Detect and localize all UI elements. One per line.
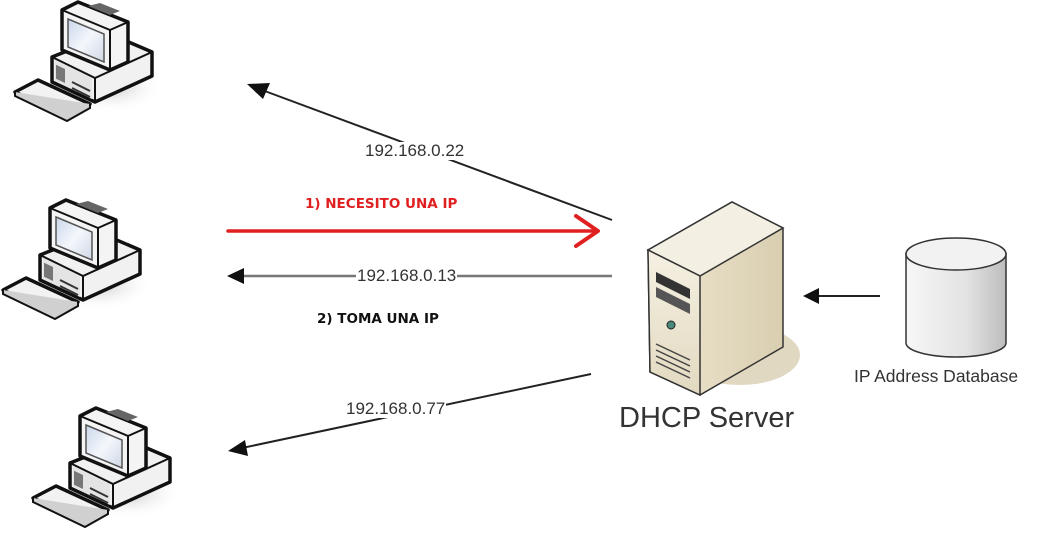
ip-label-client-3: 192.168.0.77 bbox=[345, 399, 447, 418]
client-computer-3 bbox=[31, 406, 185, 529]
step-1-label: 1) NECESITO UNA IP bbox=[305, 196, 458, 212]
request-arrow bbox=[226, 214, 600, 248]
computer-icon bbox=[13, 0, 167, 123]
server-label: DHCP Server bbox=[619, 402, 795, 434]
arrowhead-icon bbox=[803, 288, 819, 304]
database-to-server-arrow bbox=[803, 288, 880, 304]
computer-icon bbox=[31, 406, 185, 529]
client-computer-1 bbox=[13, 0, 167, 123]
ip-label-client-2: 192.168.0.13 bbox=[356, 266, 458, 285]
arrowhead-icon bbox=[247, 83, 270, 99]
dhcp-server bbox=[646, 201, 800, 397]
arrowhead-icon bbox=[228, 440, 248, 456]
arrowhead-icon bbox=[227, 268, 244, 284]
step-2-label: 2) TOMA UNA IP bbox=[317, 311, 439, 327]
arrowhead-icon bbox=[574, 214, 600, 248]
computer-icon bbox=[1, 198, 155, 321]
client-computer-2 bbox=[1, 198, 155, 321]
database-label: IP Address Database bbox=[854, 366, 1019, 386]
ip-address-database bbox=[905, 237, 1007, 358]
ip-label-client-1: 192.168.0.22 bbox=[364, 141, 466, 160]
